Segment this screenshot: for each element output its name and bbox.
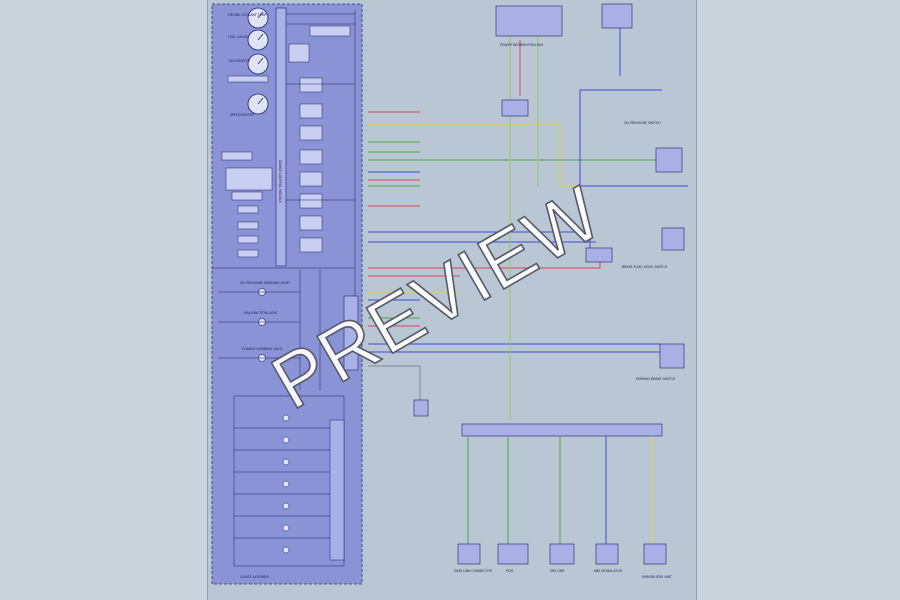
control-module-bar	[275, 7, 287, 267]
control-module-label: GAUGE CONTROL MODULE	[278, 160, 282, 203]
switch-3-label: PARKING BRAKE SWITCH	[636, 377, 676, 381]
indicator-3-label: CHARGE WARNING LIGHT	[242, 347, 283, 351]
module-2-label: POWER DISTRIBUTION BOX	[500, 43, 544, 47]
left-boxes	[221, 75, 273, 258]
switch-1-label: OIL PRESSURE SWITCH	[624, 121, 661, 125]
bottom-2-label: PCM	[506, 569, 513, 573]
indicator-lights: OIL PRESSURE WARNING LIGHT MALFUNCTION L…	[218, 281, 300, 362]
gauge-2-label: FUEL GAUGE	[228, 35, 248, 39]
bottom-4-label: ABS MODULATOR	[594, 569, 623, 573]
switch-2-label: BRAKE FLUID LEVEL SWITCH	[622, 265, 668, 269]
bottom-bus	[461, 423, 663, 437]
bottom-3-label: SRS UNIT	[550, 569, 565, 573]
indicator-1-label: OIL PRESSURE WARNING LIGHT	[240, 281, 290, 285]
gauge-4-label: SPEEDOMETER	[230, 113, 255, 117]
lower-bulbs	[282, 414, 290, 554]
footer-label: GAUGE ASSEMBLY	[240, 575, 269, 579]
bottom-modules	[457, 543, 667, 565]
bottom-5-label: IMMOBILIZER UNIT	[642, 575, 672, 579]
connector-block	[343, 295, 359, 371]
indicator-2-label: MALFUNCTION LIGHT	[244, 311, 278, 315]
power-distribution-box	[495, 5, 563, 37]
bottom-1-label: DATA LINK CONNECTOR	[454, 569, 493, 573]
right-modules	[288, 25, 351, 253]
gauge-3-label: TACHOMETER	[227, 59, 251, 63]
gauge-1-label: ENGINE COOLANT TEMP	[228, 13, 267, 17]
gauges: ENGINE COOLANT TEMP FUEL GAUGE TACHOMETE…	[227, 7, 269, 117]
